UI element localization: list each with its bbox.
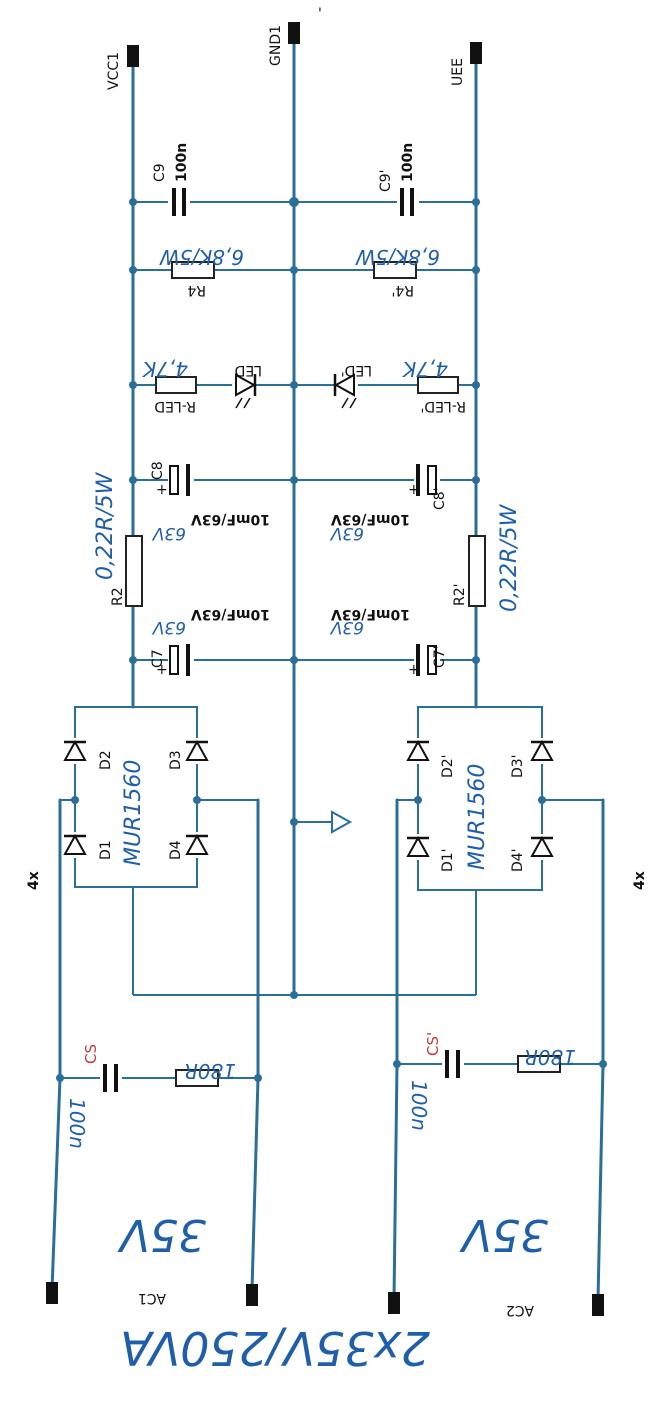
ground-symbol — [294, 810, 353, 834]
capacitor-c7-prime — [414, 644, 440, 676]
c8-note: 63V — [151, 523, 186, 543]
capacitor-c8 — [168, 464, 194, 496]
led-prime-label: LED' — [341, 362, 372, 378]
ac1-voltage: 35V — [117, 1209, 206, 1260]
d2p-label: D2' — [440, 754, 456, 778]
diode-d3 — [185, 738, 209, 764]
bridge-left-wires — [58, 658, 476, 1082]
cs-label: CS — [82, 1044, 100, 1064]
r-led-prime-label: R-LED' — [421, 398, 467, 414]
c8p-label: C8' — [432, 487, 448, 510]
transformer-rating: 2x35V/250VA — [120, 1321, 430, 1375]
multiplier-left: 4x — [26, 871, 42, 890]
bridge-right-part: MUR1560 — [465, 764, 490, 870]
d4-label: D4 — [168, 840, 184, 860]
c9-value: 100n — [174, 143, 190, 182]
csp-label: CS' — [424, 1032, 442, 1056]
c7p-plus: + — [408, 662, 420, 678]
rsp-value: 180R — [524, 1045, 576, 1069]
diode-d4 — [185, 832, 209, 858]
rs-value: 180R — [184, 1059, 236, 1083]
multiplier-right: 4x — [632, 871, 648, 890]
vcc-label: VCC1 — [106, 52, 122, 90]
c7-label: C7 — [150, 649, 166, 668]
snubber-right-wires — [392, 1060, 607, 1302]
c9p-value: 100n — [400, 143, 416, 182]
resistor-rs — [175, 1069, 219, 1087]
c8p-note: 63V — [329, 523, 364, 543]
resistor-r-led-prime — [417, 376, 459, 394]
resistor-r2-prime — [468, 535, 486, 607]
capacitor-c9 — [168, 188, 190, 216]
d3-label: D3 — [168, 750, 184, 770]
resistor-r4-prime — [373, 261, 417, 279]
capacitor-c7 — [168, 644, 194, 676]
d2-label: D2 — [98, 750, 114, 770]
diode-d1-prime — [406, 834, 430, 860]
r2-value: 0,22R/5W — [93, 471, 118, 580]
led-left — [232, 372, 257, 409]
c8p-plus: + — [408, 482, 420, 498]
r4p-label: R4' — [392, 282, 414, 298]
r2p-label: R2' — [452, 584, 468, 606]
r-led-prime-value: 4,7K — [401, 357, 448, 381]
c7p-label: C7' — [432, 645, 448, 668]
c9-label: C9 — [152, 163, 168, 182]
diode-d3-prime — [530, 738, 554, 764]
led-label: LED — [235, 362, 262, 378]
ac1-label: AC1 — [138, 1290, 166, 1306]
c9p-label: C9' — [378, 169, 394, 192]
resistor-rs-prime — [517, 1055, 561, 1073]
r-led-label: R-LED — [154, 398, 196, 414]
r4-label: R4 — [187, 282, 206, 298]
c7-plus: + — [156, 662, 168, 678]
r4p-value: 6,8K/5W — [355, 245, 440, 269]
csp-value: 100n — [407, 1080, 431, 1131]
ac2-voltage: 35V — [459, 1209, 548, 1260]
capacitor-c8-prime — [414, 464, 440, 496]
vee-label: UEE — [450, 58, 466, 86]
gnd-label: GND1 — [268, 25, 284, 66]
ac-terminals — [46, 1282, 604, 1316]
c8p-value: 10mF/63V — [331, 511, 410, 527]
led-right — [333, 372, 358, 409]
r-led-value: 4,7K — [141, 357, 188, 381]
r2p-value: 0,22R/5W — [497, 503, 522, 612]
c8-value: 10mF/63V — [191, 511, 270, 527]
diode-d2 — [63, 738, 87, 764]
bridge-right-wires — [395, 658, 605, 1072]
capacitor-cs — [100, 1064, 122, 1092]
diode-d1 — [63, 832, 87, 858]
diode-d4-prime — [530, 834, 554, 860]
c8-label: C8 — [150, 461, 166, 480]
r2-label: R2 — [110, 587, 126, 606]
r4-value: 6,8K/5W — [159, 245, 244, 269]
snubber-left-wires — [50, 1074, 262, 1292]
c7p-value: 10mF/63V — [331, 606, 410, 622]
junction-dots — [129, 197, 480, 999]
d1p-label: D1' — [440, 848, 456, 872]
resistor-r-led — [155, 376, 197, 394]
bridge-left-part: MUR1560 — [121, 760, 146, 866]
capacitor-cs-prime — [442, 1050, 464, 1078]
d1-label: D1 — [98, 840, 114, 860]
rail-terminals: ' — [127, 6, 482, 67]
diode-d2-prime — [406, 738, 430, 764]
c8-plus: + — [156, 482, 168, 498]
cs-value: 100n — [65, 1098, 89, 1149]
ac2-label: AC2 — [506, 1302, 534, 1318]
c7-value: 10mF/63V — [191, 606, 270, 622]
capacitor-c9-prime — [397, 188, 419, 216]
resistor-r2 — [125, 535, 143, 607]
d4p-label: D4' — [510, 848, 526, 872]
c7-note: 63V — [151, 617, 186, 637]
c7p-note: 63V — [329, 617, 364, 637]
svg-text:': ' — [318, 6, 322, 22]
resistor-r4 — [171, 261, 215, 279]
d3p-label: D3' — [510, 754, 526, 778]
